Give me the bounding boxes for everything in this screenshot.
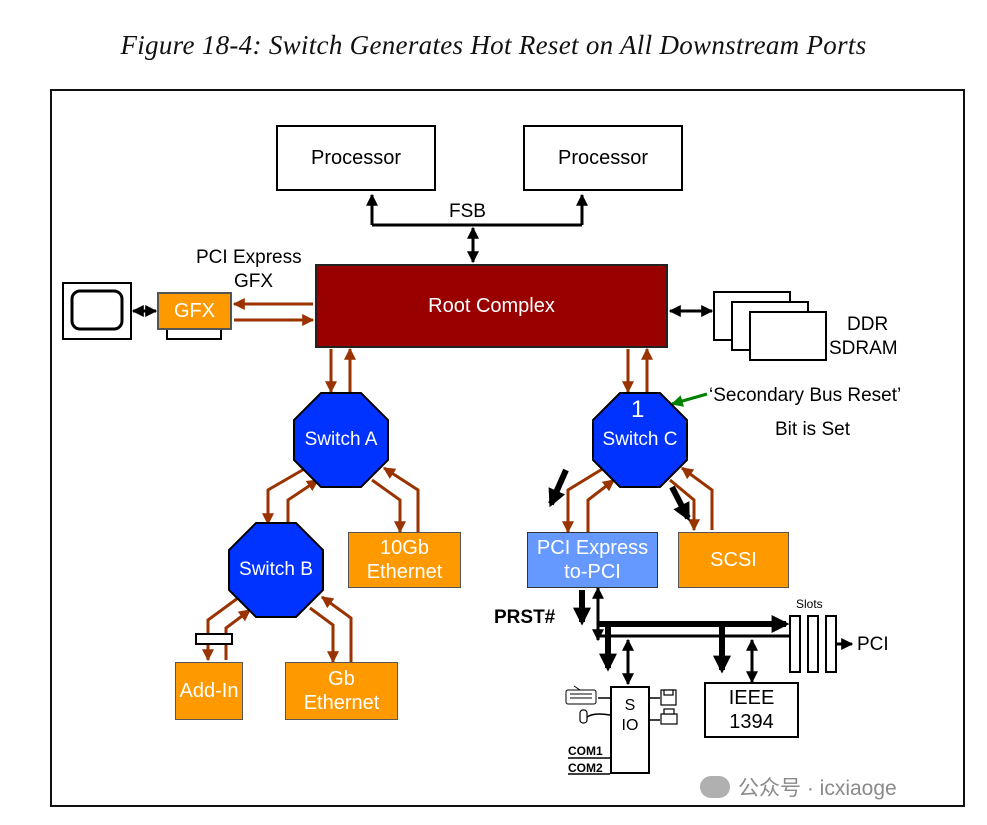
root-switch-c-links — [622, 347, 653, 394]
slots-label: Slots — [796, 597, 823, 611]
ddr-label-line2: SDRAM — [829, 338, 898, 359]
processor-right-label: Processor — [557, 146, 649, 169]
ieee-1394: IEEE 1394 — [704, 682, 799, 738]
scsi-label: SCSI — [710, 549, 757, 571]
switch-c-label: Switch C — [602, 429, 678, 450]
super-io: S IO — [610, 686, 650, 774]
switch-b-addin-links — [202, 596, 251, 662]
ethernet-10gb-label-line2: Ethernet — [366, 561, 443, 583]
switch-a-octagon — [293, 392, 389, 488]
ethernet-10gb-label-line1: 10Gb — [380, 537, 429, 559]
root-complex-label: Root Complex — [428, 294, 555, 317]
monitor-icon — [62, 282, 132, 340]
gb-ethernet: Gb Ethernet — [285, 662, 398, 720]
pci-express-gfx-label-line2: GFX — [234, 271, 274, 292]
watermark: 公众号 · icxiaoge — [700, 772, 897, 802]
switch-a-10gb-links — [371, 466, 420, 534]
switch-a-switch-b-links — [262, 466, 319, 526]
wechat-icon — [700, 776, 730, 798]
bridge-label-line1: PCI Express — [536, 537, 649, 559]
root-complex: Root Complex — [315, 264, 668, 348]
gfx-card: GFX — [157, 292, 232, 330]
bridge-label-line2: to-PCI — [564, 561, 621, 583]
switch-b-label: Switch B — [239, 559, 313, 580]
sio-label-line1: S — [624, 697, 636, 714]
ieee-label-line1: IEEE — [728, 687, 775, 709]
secondary-bus-reset-label-line2: Bit is Set — [775, 419, 850, 440]
switch-c-scsi-links — [669, 466, 714, 532]
pci-slots — [789, 615, 837, 673]
printer-icon — [660, 708, 678, 725]
gb-ethernet-label-line2: Ethernet — [303, 692, 380, 714]
com2-label: COM2 — [568, 761, 603, 775]
pci-express-gfx-label-line1: PCI Express — [196, 247, 302, 268]
figure-title: Figure 18-4: Switch Generates Hot Reset … — [120, 30, 867, 60]
root-switch-a-links — [325, 347, 356, 394]
pci-bus — [573, 586, 854, 686]
switch-a: Switch A — [293, 392, 389, 488]
switch-a-label: Switch A — [304, 429, 378, 450]
floppy-icon — [660, 689, 677, 706]
switch-b-gb-links — [309, 595, 353, 664]
processor-right: Processor — [523, 125, 683, 191]
sio-label-line2: IO — [621, 717, 639, 734]
processor-left-label: Processor — [310, 146, 402, 169]
step-number: 1 — [631, 396, 645, 423]
secondary-bus-reset-pointer — [670, 392, 708, 407]
fsb-bus — [366, 193, 588, 264]
keyboard-icon — [565, 685, 597, 705]
add-in-label: Add-In — [179, 680, 239, 702]
switch-b: Switch B — [228, 522, 324, 618]
processor-left: Processor — [276, 125, 436, 191]
com1-label: COM1 — [568, 744, 603, 758]
scsi: SCSI — [678, 532, 789, 588]
switch-c-bridge-links — [562, 466, 615, 534]
secondary-bus-reset-label-line1: ‘Secondary Bus Reset’ — [709, 385, 902, 406]
ddr-label-line1: DDR — [847, 314, 889, 335]
pci-express-to-pci-bridge: PCI Express to-PCI — [527, 532, 658, 588]
mouse-icon — [579, 709, 588, 724]
ieee-label-line2: 1394 — [729, 711, 774, 733]
add-in-slot — [195, 633, 233, 645]
watermark-text: 公众号 · icxiaoge — [738, 777, 897, 800]
ethernet-10gb: 10Gb Ethernet — [348, 532, 461, 588]
ddr-sdram-modules — [713, 291, 827, 361]
gfx-label: GFX — [173, 300, 216, 322]
pci-label: PCI — [857, 634, 889, 655]
fsb-label: FSB — [449, 201, 486, 222]
diagram-frame — [50, 89, 965, 807]
add-in-card: Add-In — [175, 662, 243, 720]
switch-b-octagon — [228, 522, 324, 618]
gb-ethernet-label-line1: Gb — [328, 668, 355, 690]
gfx-links — [232, 298, 315, 326]
switch-c: Switch C — [592, 392, 688, 488]
prst-label: PRST# — [494, 607, 556, 628]
switch-c-octagon — [592, 392, 688, 488]
